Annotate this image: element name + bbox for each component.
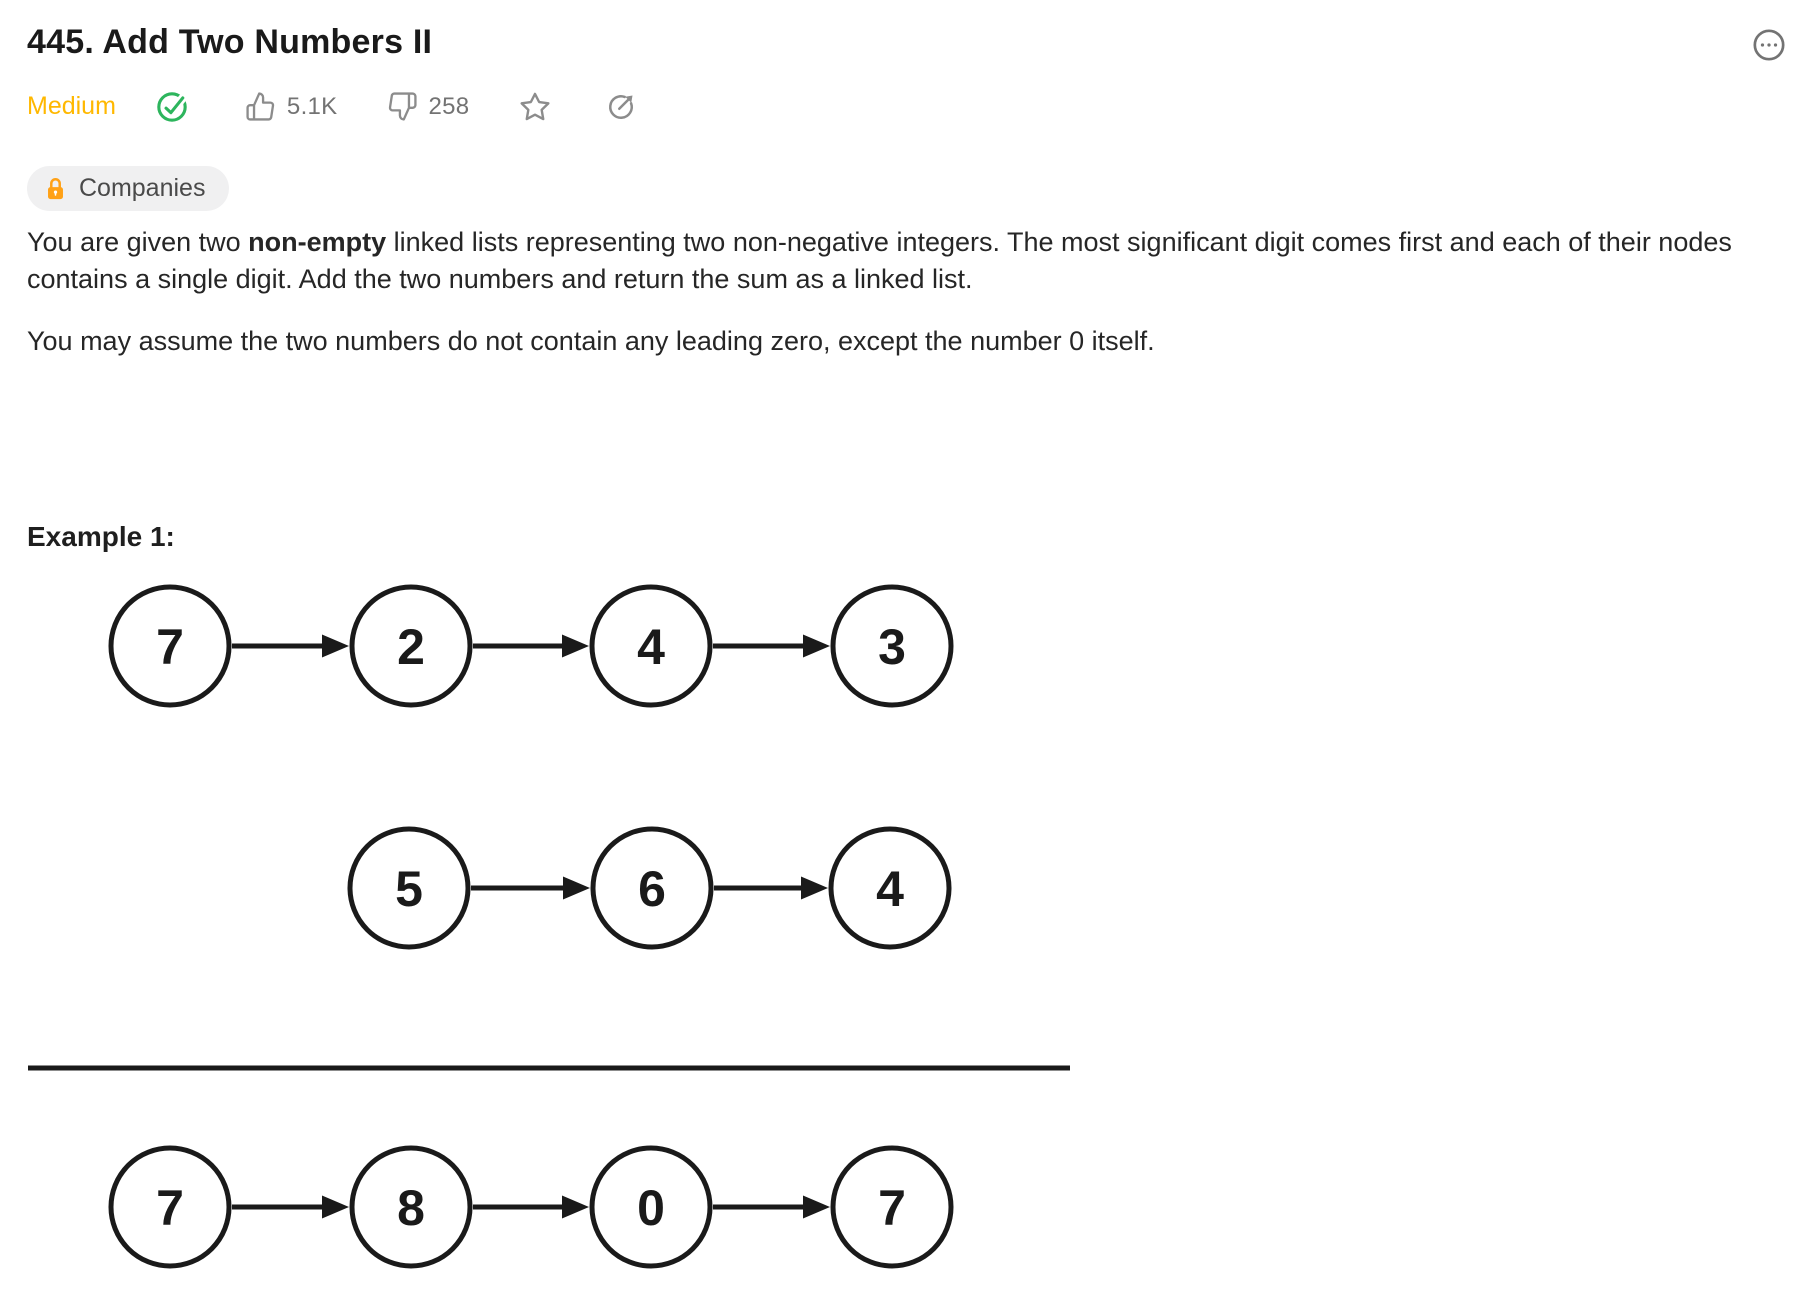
favorite-star-icon[interactable]	[519, 91, 551, 123]
list-node-sum-list	[349, 1145, 473, 1269]
ellipsis-circle-icon	[1753, 29, 1785, 61]
like-count: 5.1K	[286, 92, 338, 120]
list-arrowhead	[563, 876, 590, 900]
list-node-list-2	[590, 826, 714, 950]
example-1-label: Example 1:	[27, 521, 175, 552]
list-node-list-1	[108, 584, 232, 708]
list-arrowhead	[562, 634, 589, 658]
list-node-list-1	[589, 584, 713, 708]
tag-row: Companies	[27, 166, 1774, 211]
list-arrowhead	[562, 1195, 589, 1219]
list-node-sum-list	[108, 1145, 232, 1269]
node-value: 0	[637, 1180, 665, 1236]
lock-icon	[48, 177, 63, 199]
dislike-button[interactable]: 258	[387, 91, 470, 122]
node-value: 6	[638, 861, 666, 917]
example-diagram: 7 2 4 3 5 6 4 7 8 0 7	[28, 584, 1070, 1269]
header: 445. Add Two Numbers II	[27, 20, 1785, 64]
node-value: 4	[876, 861, 904, 917]
node-value: 2	[397, 619, 425, 675]
problem-description-paragraph-2: You may assume the two numbers do not co…	[27, 326, 1155, 356]
dislike-count: 258	[428, 92, 470, 120]
problem-meta-row: Medium 5.1K 258	[27, 88, 1774, 125]
node-value: 7	[878, 1180, 906, 1236]
list-node-list-1	[349, 584, 473, 708]
list-node-list-2	[347, 826, 471, 950]
share-icon[interactable]	[606, 92, 636, 122]
list-node-list-1	[830, 584, 954, 708]
list-arrowhead	[803, 1195, 830, 1219]
node-value: 5	[395, 861, 423, 917]
page-title: 445. Add Two Numbers II	[27, 23, 433, 61]
node-value: 3	[878, 619, 906, 675]
more-options-button[interactable]	[1752, 28, 1786, 62]
list-node-sum-list	[589, 1145, 713, 1269]
list-node-sum-list	[830, 1145, 954, 1269]
solved-check-icon	[157, 91, 187, 122]
thumbs-up-icon	[246, 92, 275, 121]
list-arrowhead	[803, 634, 830, 658]
list-node-list-2	[828, 826, 952, 950]
companies-tag-label: Companies	[79, 174, 206, 202]
companies-tag[interactable]: Companies	[27, 166, 230, 211]
node-value: 7	[156, 619, 184, 675]
list-arrowhead	[801, 876, 828, 900]
list-arrowhead	[322, 634, 349, 658]
node-value: 4	[637, 619, 665, 675]
difficulty-badge[interactable]: Medium	[27, 92, 116, 120]
problem-description-paragraph-1: You are given two non-empty linked lists…	[27, 227, 1732, 294]
node-value: 7	[156, 1180, 184, 1236]
thumbs-down-icon	[388, 92, 417, 121]
node-value: 8	[397, 1180, 425, 1236]
like-button[interactable]: 5.1K	[245, 91, 338, 122]
list-arrowhead	[322, 1195, 349, 1219]
